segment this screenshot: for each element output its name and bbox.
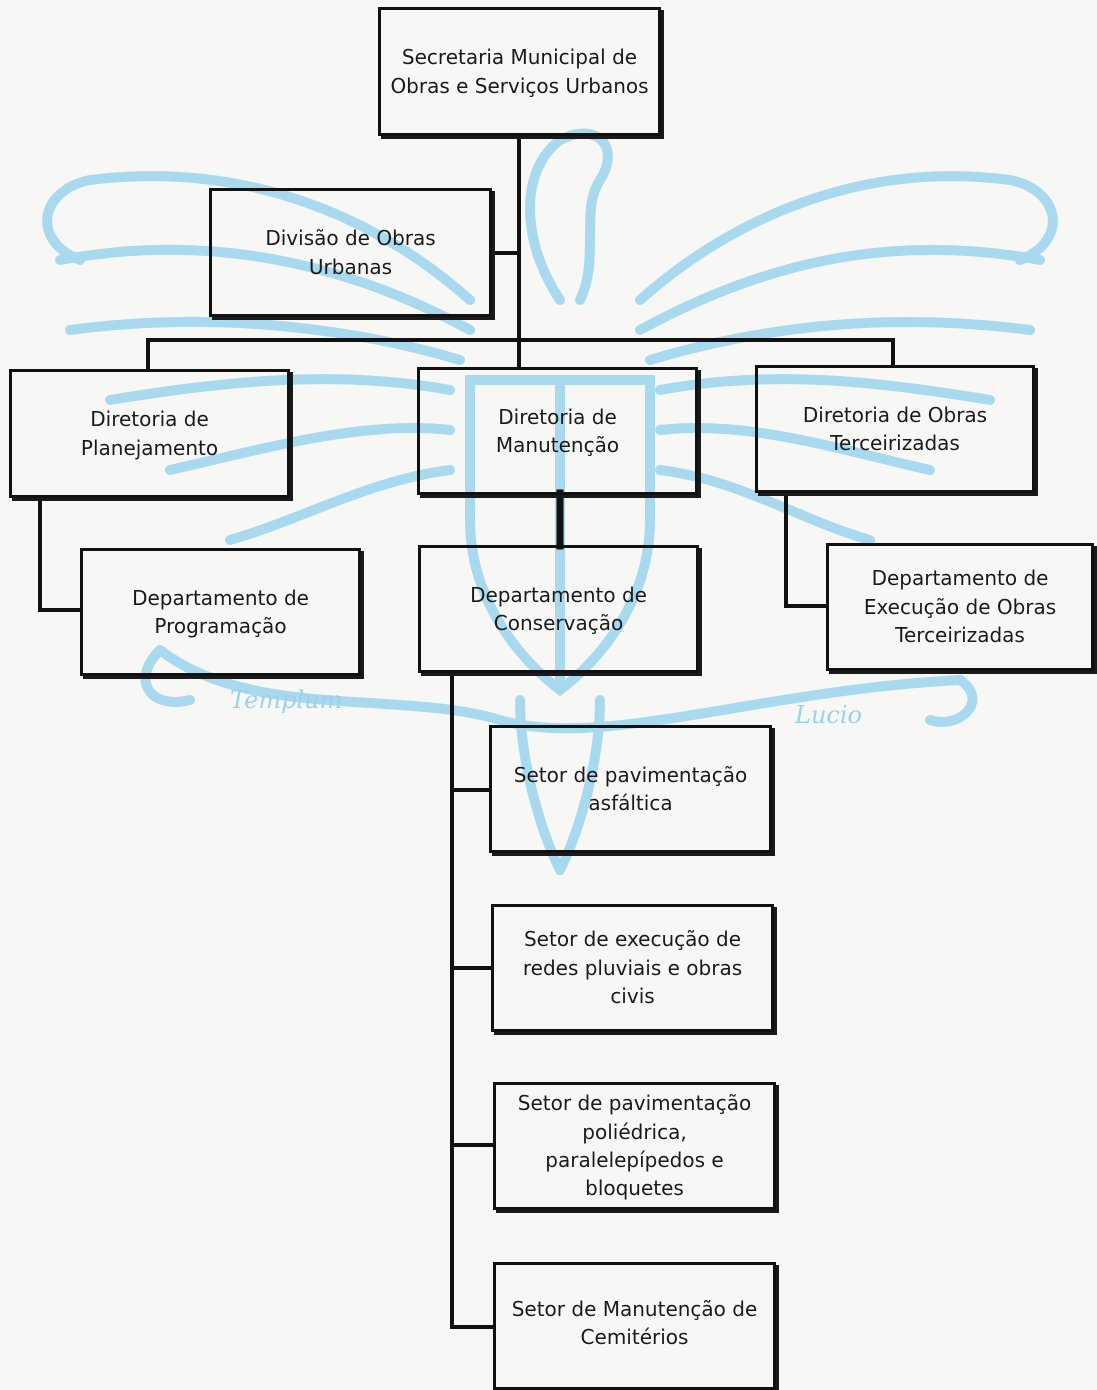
node-setor-redes-pluviais-label: Setor de execução de redes pluviais e ob… — [522, 927, 743, 1009]
node-diretoria-manutencao: Diretoria de Manutenção — [417, 367, 698, 495]
node-setor-pavimentacao-poliedrica: Setor de pavimentação poliédrica, parale… — [493, 1082, 776, 1210]
node-setor-pavimentacao-poliedrica-label: Setor de pavimentação poliédrica, parale… — [517, 1091, 752, 1201]
node-divisao-obras-urbanas: Divisão de Obras Urbanas — [209, 188, 492, 317]
node-departamento-execucao-obras-terceirizadas-label: Departamento de Execução de Obras Tercei… — [863, 566, 1057, 648]
node-diretoria-planejamento-label: Diretoria de Planejamento — [80, 407, 219, 460]
node-diretoria-obras-terceirizadas-label: Diretoria de Obras Terceirizadas — [802, 402, 988, 455]
watermark-right-text: Lucio — [794, 701, 862, 729]
node-secretaria-label: Secretaria Municipal de Obras e Serviços… — [390, 45, 649, 98]
node-secretaria: Secretaria Municipal de Obras e Serviços… — [378, 7, 661, 136]
node-setor-pavimentacao-asfaltica-label: Setor de pavimentação asfáltica — [513, 762, 748, 815]
node-divisao-obras-urbanas-label: Divisão de Obras Urbanas — [265, 226, 436, 279]
node-departamento-conservacao: Departamento de Conservação — [418, 545, 699, 673]
node-diretoria-obras-terceirizadas: Diretoria de Obras Terceirizadas — [755, 365, 1035, 493]
node-departamento-programacao-label: Departamento de Programação — [132, 585, 309, 638]
node-departamento-conservacao-label: Departamento de Conservação — [470, 582, 647, 635]
node-setor-pavimentacao-asfaltica: Setor de pavimentação asfáltica — [489, 725, 772, 853]
node-departamento-execucao-obras-terceirizadas: Departamento de Execução de Obras Tercei… — [826, 543, 1094, 671]
node-setor-redes-pluviais: Setor de execução de redes pluviais e ob… — [491, 904, 774, 1032]
node-diretoria-manutencao-label: Diretoria de Manutenção — [495, 404, 620, 457]
node-setor-manutencao-cemiterios: Setor de Manutenção de Cemitérios — [493, 1262, 776, 1390]
watermark-left-text: Templum — [230, 686, 342, 714]
node-setor-manutencao-cemiterios-label: Setor de Manutenção de Cemitérios — [511, 1297, 758, 1350]
node-diretoria-planejamento: Diretoria de Planejamento — [9, 369, 290, 498]
node-departamento-programacao: Departamento de Programação — [80, 548, 361, 676]
